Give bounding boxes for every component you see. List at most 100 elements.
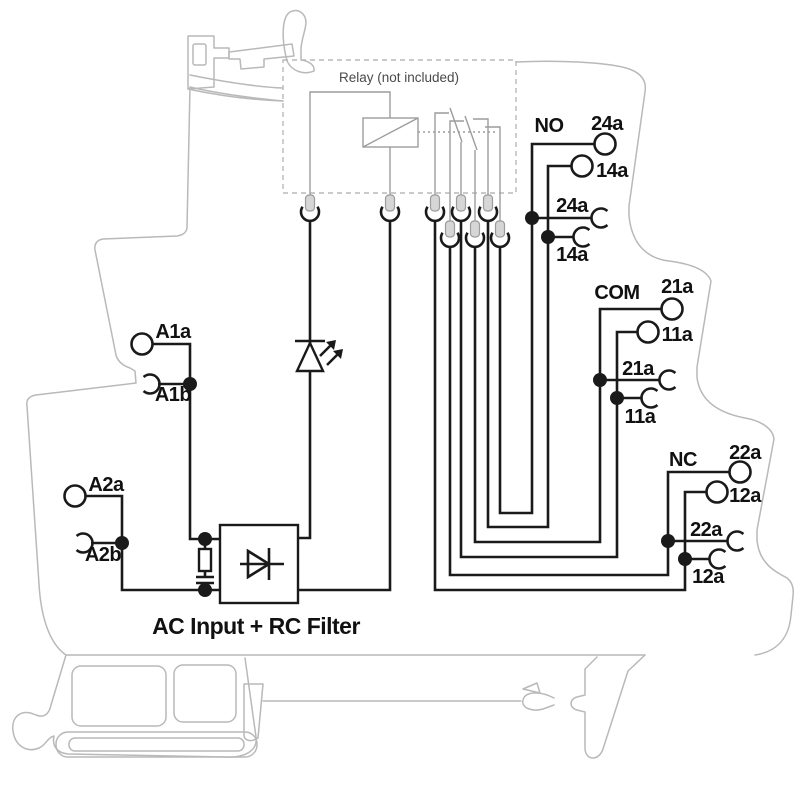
wire-coil-led xyxy=(298,221,312,540)
relay-zone: Relay (not included) xyxy=(282,59,517,238)
relay-contact-pole2 xyxy=(449,115,501,221)
led-arrow-1-head xyxy=(326,340,336,350)
relay-pin xyxy=(482,194,494,212)
plug-22a xyxy=(726,530,745,552)
label-a1b: A1b xyxy=(155,384,192,406)
label-ac-filter: AC Input + RC Filter xyxy=(152,613,360,639)
label-jack-21a: 21a xyxy=(661,276,694,298)
label-a2a: A2a xyxy=(88,474,125,496)
junction xyxy=(661,534,675,548)
latch-hook xyxy=(282,9,315,74)
jack-21a xyxy=(660,297,684,321)
label-a1a: A1a xyxy=(155,321,192,343)
relay-socket-forks xyxy=(299,206,511,249)
relay-pin xyxy=(455,194,467,212)
junction xyxy=(115,536,129,550)
relay-pin xyxy=(384,194,396,212)
din-foot-window-1 xyxy=(71,665,167,727)
plug-24a xyxy=(590,207,609,229)
plug-12a xyxy=(708,548,727,570)
plug-14a xyxy=(572,226,591,248)
junction xyxy=(198,532,212,546)
jack-a1a xyxy=(130,332,154,356)
junction xyxy=(610,391,624,405)
relay-dashed-box xyxy=(282,59,517,194)
wire-24a xyxy=(498,142,594,515)
terminal-jacks xyxy=(63,132,752,508)
jack-a2a xyxy=(63,484,87,508)
led-indicator xyxy=(295,339,343,373)
fork-socket xyxy=(489,232,511,249)
din-clamp-spring xyxy=(522,692,555,711)
relay-pin xyxy=(494,220,506,238)
relay-coil-diagonal xyxy=(362,117,419,148)
plug-a2b xyxy=(75,532,94,554)
wire-21a xyxy=(473,247,661,544)
junction xyxy=(183,377,197,391)
din-foot-right-piece xyxy=(243,683,264,742)
diode-triangle xyxy=(246,548,272,580)
label-plug-22a: 22a xyxy=(690,519,723,541)
din-foot-outline xyxy=(12,654,257,758)
ac-input-filter-block xyxy=(218,523,300,605)
led-light-arrows xyxy=(319,340,343,366)
relay-coil-wire-a xyxy=(309,91,391,195)
led-arrow-2-head xyxy=(333,349,343,359)
relay-pin xyxy=(444,220,456,238)
fork-socket xyxy=(464,232,486,249)
wire-coil-return xyxy=(298,221,392,592)
label-a2b: A2b xyxy=(85,544,122,566)
junction xyxy=(593,373,607,387)
label-jack-22a: 22a xyxy=(729,442,762,464)
housing-right-profile xyxy=(515,60,794,656)
plug-21a xyxy=(658,369,677,391)
jack-14a xyxy=(570,154,594,178)
junction xyxy=(678,552,692,566)
latch-bracket-hole xyxy=(192,43,207,66)
jack-22a xyxy=(728,460,752,484)
label-plug-11a: 11a xyxy=(625,406,657,428)
label-jack-12a: 12a xyxy=(729,485,762,507)
junction xyxy=(525,211,539,225)
din-clamp-hook xyxy=(522,682,541,694)
wire-12a xyxy=(433,221,706,592)
relay-note-label: Relay (not included) xyxy=(339,70,459,85)
fork-socket xyxy=(379,206,401,223)
junction-dots xyxy=(115,211,692,597)
label-jack-14a: 14a xyxy=(596,160,629,182)
resistor-symbol xyxy=(197,547,213,573)
wire-a1 xyxy=(152,342,220,541)
wire-22a xyxy=(448,247,729,577)
label-plug-24a: 24a xyxy=(556,195,589,217)
latch-rail xyxy=(228,43,295,70)
relay-pin xyxy=(304,194,316,212)
din-foot-bar xyxy=(55,731,258,758)
fork-socket xyxy=(450,206,472,223)
din-clamp xyxy=(570,654,646,759)
relay-pin xyxy=(469,220,481,238)
label-group-no: NO xyxy=(535,115,564,137)
label-jack-11a: 11a xyxy=(662,324,694,346)
relay-pin xyxy=(429,194,441,212)
fork-socket xyxy=(424,206,446,223)
wire-14a xyxy=(486,164,571,529)
relay-contact-pole1 xyxy=(434,107,489,195)
housing-left-profile xyxy=(26,86,646,656)
jack-12a xyxy=(705,480,729,504)
label-plug-21a: 21a xyxy=(622,358,655,380)
labels: NO 24a 14a 24a 14a COM 21a 11a 21a 11a N… xyxy=(85,113,763,639)
jack-11a xyxy=(636,320,660,344)
plug-a1b xyxy=(142,373,161,395)
jack-24a xyxy=(593,132,617,156)
plug-11a xyxy=(640,387,659,409)
label-group-nc: NC xyxy=(669,449,697,471)
label-jack-24a: 24a xyxy=(591,113,624,135)
wire-11a xyxy=(459,221,637,559)
junction xyxy=(541,230,555,244)
latch-curve-upper xyxy=(189,74,284,89)
din-foot-window-2 xyxy=(173,664,237,723)
fork-socket xyxy=(477,206,499,223)
din-foot-bar-inner xyxy=(68,737,245,752)
